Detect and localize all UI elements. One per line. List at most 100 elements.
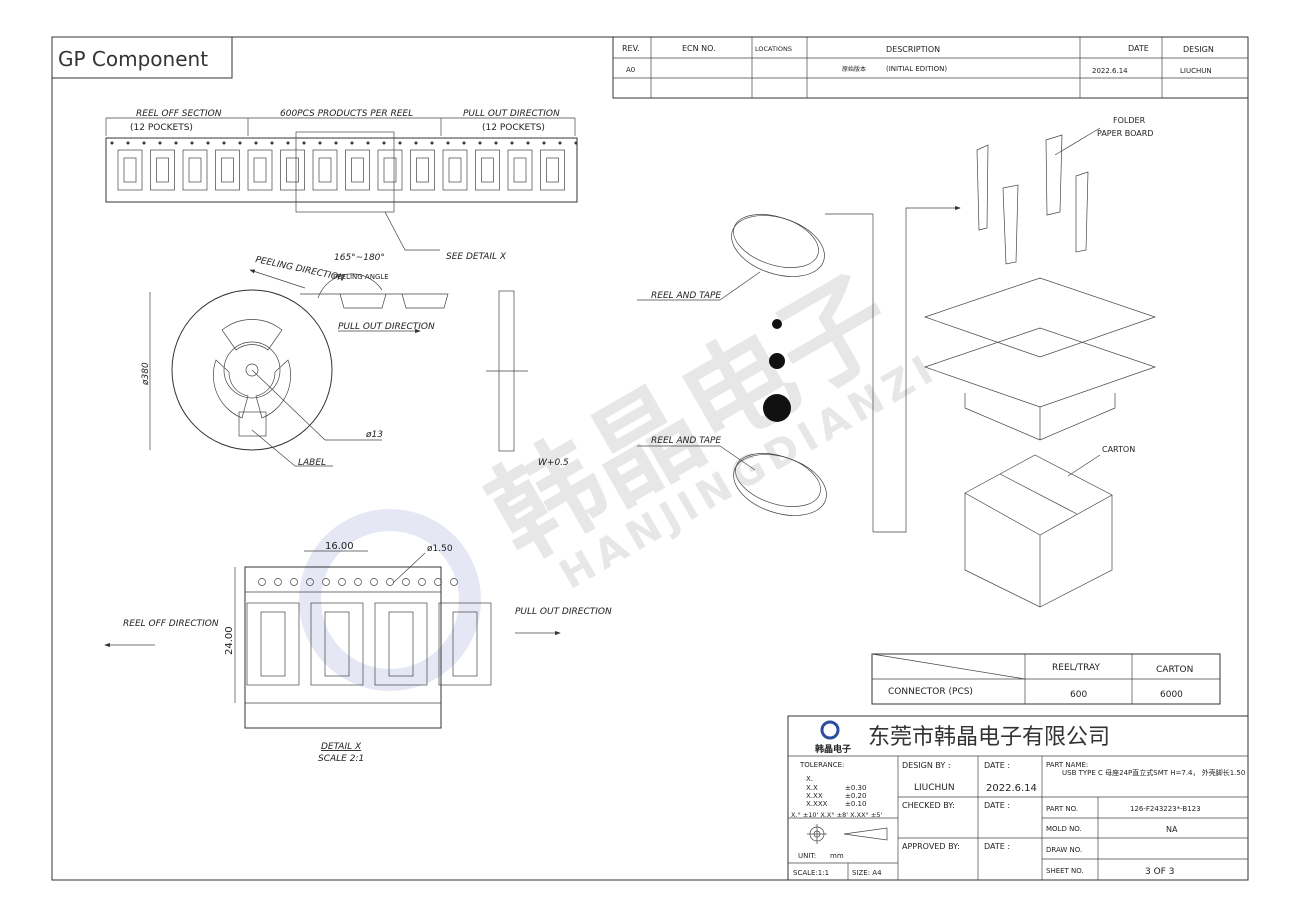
sprocket-hole	[430, 141, 434, 145]
svg-text:ECN NO.: ECN NO.	[682, 44, 716, 53]
revision-table: REV. ECN NO. LOCATIONS DESCRIPTION DATE …	[612, 36, 1249, 99]
svg-text:FOLDER: FOLDER	[1113, 116, 1146, 125]
sprocket-hole	[334, 141, 338, 145]
svg-text:SEE DETAIL X: SEE DETAIL X	[446, 252, 507, 262]
svg-text:ø1.50: ø1.50	[427, 544, 453, 554]
svg-text:原始版本: 原始版本	[842, 65, 866, 73]
svg-text:PEELING DIRECTION: PEELING DIRECTION	[254, 255, 345, 284]
svg-text:REEL AND TAPE: REEL AND TAPE	[651, 291, 721, 301]
sprocket-hole	[174, 141, 178, 145]
projection-symbol	[807, 824, 888, 844]
sprocket-hole	[222, 141, 226, 145]
svg-text:24.00: 24.00	[224, 626, 235, 655]
sprocket-hole	[338, 578, 346, 586]
detail-pocket	[438, 602, 492, 686]
sprocket-hole	[402, 578, 410, 586]
detail-pocket	[374, 602, 428, 686]
sprocket-hole	[366, 141, 370, 145]
svg-text:X.XX: X.XX	[806, 792, 823, 800]
sprocket-hole	[462, 141, 466, 145]
svg-text:REEL OFF SECTION: REEL OFF SECTION	[136, 109, 222, 119]
svg-text:mm: mm	[830, 852, 844, 860]
svg-text:REV.: REV.	[622, 44, 640, 53]
sprocket-hole	[322, 578, 330, 586]
svg-text:CARTON: CARTON	[1102, 445, 1135, 454]
sprocket-hole	[450, 578, 458, 586]
sprocket-hole	[126, 141, 130, 145]
sprocket-hole	[206, 141, 210, 145]
svg-text:ø13: ø13	[365, 430, 383, 440]
tape-strip-view: REEL OFF SECTION (12 POCKETS) 600PCS PRO…	[105, 109, 578, 262]
sprocket-hole	[370, 578, 378, 586]
sprocket-hole	[258, 578, 266, 586]
svg-text:APPROVED BY:: APPROVED BY:	[902, 842, 960, 851]
svg-text:±0.10: ±0.10	[845, 800, 866, 808]
sprocket-hole	[318, 141, 322, 145]
sprocket-hole	[542, 141, 546, 145]
svg-text:SCALE:1:1: SCALE:1:1	[793, 869, 829, 877]
sprocket-hole	[254, 141, 258, 145]
svg-text:2022.6.14: 2022.6.14	[986, 783, 1037, 794]
svg-text:X.X: X.X	[806, 784, 818, 792]
company-name: 东莞市韩晶电子有限公司	[868, 725, 1110, 750]
svg-text:6000: 6000	[1160, 690, 1183, 700]
sprocket-hole	[190, 141, 194, 145]
sprocket-hole	[290, 578, 298, 586]
svg-text:DETAIL X: DETAIL X	[321, 742, 362, 752]
svg-text:(12 POCKETS): (12 POCKETS)	[482, 123, 545, 133]
tape-pocket	[280, 149, 305, 191]
svg-text:PULL OUT DIRECTION: PULL OUT DIRECTION	[515, 607, 612, 617]
svg-text:USB TYPE C 母座24P直立式SMT H=7.4，: USB TYPE C 母座24P直立式SMT H=7.4， 外壳脚长1.50	[1062, 768, 1245, 777]
detail-x-view: 16.00 ø1.50 24.00 REEL OFF DIRECTION PUL…	[104, 541, 612, 764]
sprocket-hole	[142, 141, 146, 145]
sprocket-hole	[386, 578, 394, 586]
svg-text:X.XXX: X.XXX	[806, 800, 828, 808]
svg-text:±0.20: ±0.20	[845, 792, 866, 800]
sprocket-hole	[382, 141, 386, 145]
svg-text:3 OF 3: 3 OF 3	[1145, 867, 1174, 877]
svg-text:UNIT:: UNIT:	[798, 852, 816, 860]
svg-text:REEL AND TAPE: REEL AND TAPE	[651, 436, 721, 446]
tape-pocket	[345, 149, 370, 191]
packing-view: FOLDER PAPER BOARD REEL AND TAPE REEL AN…	[637, 116, 1157, 608]
svg-text:SHEET NO.: SHEET NO.	[1046, 867, 1084, 875]
svg-text:A0: A0	[626, 66, 635, 74]
detail-pocket	[246, 602, 300, 686]
svg-text:PULL OUT DIRECTION: PULL OUT DIRECTION	[338, 322, 435, 332]
quantity-table: REEL/TRAY CARTON CONNECTOR (PCS) 600 600…	[871, 653, 1221, 705]
svg-text:PART NO.: PART NO.	[1046, 805, 1078, 813]
svg-text:PULL OUT DIRECTION: PULL OUT DIRECTION	[463, 109, 560, 119]
tape-pocket	[247, 149, 273, 191]
svg-text:600PCS PRODUCTS PER REEL: 600PCS PRODUCTS PER REEL	[280, 109, 413, 119]
svg-text:16.00: 16.00	[325, 541, 354, 552]
title-block: 韩晶电子 东莞市韩晶电子有限公司 TOLERANCE: X. X.X ±0.30…	[787, 715, 1249, 881]
sprocket-hole	[238, 141, 242, 145]
svg-text:126-F243223*-B123: 126-F243223*-B123	[1130, 805, 1201, 813]
sprocket-hole	[558, 141, 562, 145]
svg-text:韩晶电子: 韩晶电子	[815, 743, 851, 755]
svg-text:TOLERANCE:: TOLERANCE:	[799, 761, 844, 769]
svg-text:LIUCHUN: LIUCHUN	[914, 783, 955, 793]
svg-text:DESCRIPTION: DESCRIPTION	[886, 45, 940, 54]
svg-text:DESIGN: DESIGN	[1183, 45, 1214, 54]
sprocket-hole	[274, 578, 282, 586]
svg-text:165°~180°: 165°~180°	[334, 253, 385, 263]
tape-pocket	[150, 149, 175, 191]
tape-pocket	[117, 149, 143, 191]
sprocket-hole	[434, 578, 442, 586]
svg-text:NA: NA	[1166, 825, 1178, 834]
svg-text:DESIGN BY :: DESIGN BY :	[902, 761, 951, 770]
svg-text:PART NAME:: PART NAME:	[1046, 761, 1088, 769]
watermark: 韩晶电子 HANJINGDIANZI	[299, 252, 946, 691]
tape-pocket	[540, 149, 565, 191]
svg-text:X.: X.	[806, 775, 813, 783]
svg-text:DATE :: DATE :	[984, 761, 1010, 770]
sprocket-hole	[306, 578, 314, 586]
sprocket-hole	[110, 141, 114, 145]
svg-text:LABEL: LABEL	[298, 458, 326, 468]
sheet-title: GP Component	[58, 47, 208, 71]
svg-text:CHECKED BY:: CHECKED BY:	[902, 801, 955, 810]
detail-pocket	[310, 602, 364, 686]
sprocket-hole	[418, 578, 426, 586]
